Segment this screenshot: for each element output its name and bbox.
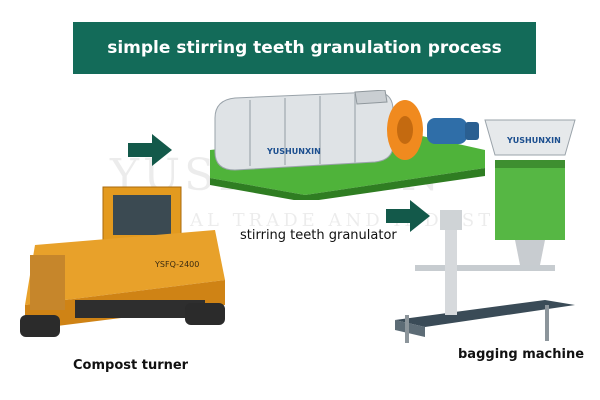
bagging-machine-image: YUSHUNXIN <box>395 119 576 343</box>
granulator-brand: YUSHUNXIN <box>266 147 321 156</box>
arrow-right-icon <box>128 134 172 166</box>
arrow-right-icon <box>386 200 430 232</box>
turner-model-plate: YSFQ-2400 <box>154 260 199 269</box>
bagging-machine-label: bagging machine <box>458 347 585 362</box>
watermark-line2: AL TRADE AND INDUSTRY <box>190 210 528 231</box>
compost-turner-image: YSFQ-2400 <box>20 186 225 337</box>
bagger-brand: YUSHUNXIN <box>506 136 561 145</box>
granulator-image: YUSHUNXIN <box>210 90 485 200</box>
page-title: simple stirring teeth granulation proces… <box>73 22 536 74</box>
compost-turner-label: Compost turner <box>73 358 189 373</box>
watermark-secondary: AL TRADE AND INDUSTRY <box>190 210 527 231</box>
granulator-label: stirring teeth granulator <box>240 228 397 243</box>
